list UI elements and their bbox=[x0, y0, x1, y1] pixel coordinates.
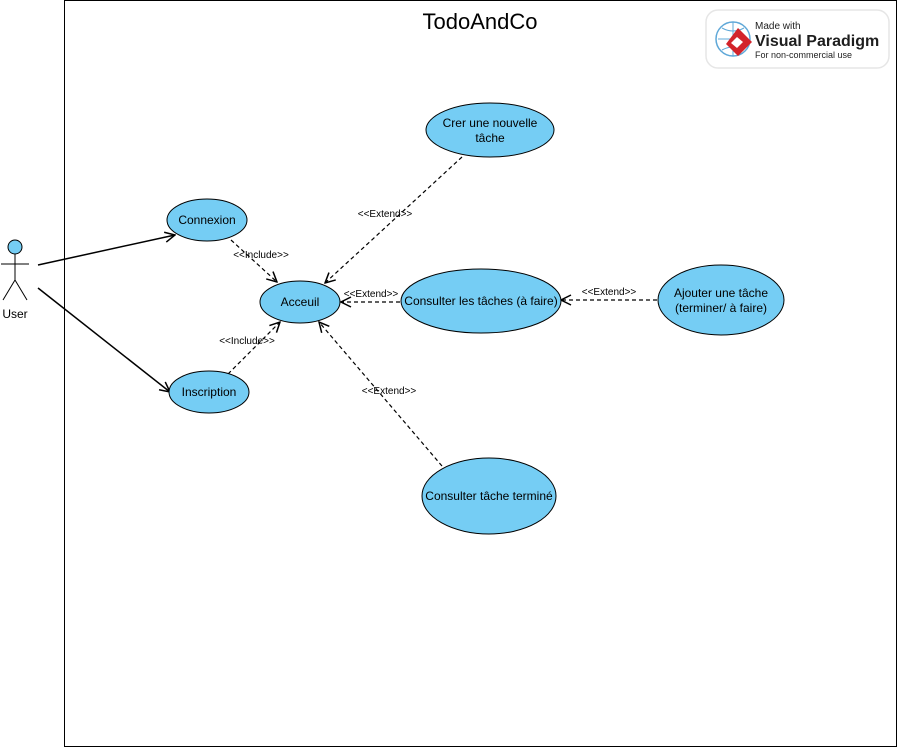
actor-head bbox=[7, 239, 23, 255]
label-include-inscription: <<Include>> bbox=[219, 336, 275, 347]
system-title: TodoAndCo bbox=[423, 9, 538, 34]
include-inscription-acceuil bbox=[227, 322, 280, 375]
usecase-creer-tache-label-2: tâche bbox=[475, 131, 505, 145]
usecase-creer-tache[interactable]: Crer une nouvelle tâche bbox=[425, 102, 555, 158]
actor-body bbox=[1, 254, 29, 301]
label-extend-consulter: <<Extend>> bbox=[344, 289, 399, 300]
usecase-connexion-label: Connexion bbox=[178, 213, 235, 227]
actor-label: User bbox=[2, 307, 27, 321]
actor-user[interactable]: User bbox=[1, 239, 29, 321]
usecase-creer-tache-label-1: Crer une nouvelle bbox=[443, 116, 538, 130]
extend-creer-acceuil bbox=[325, 156, 463, 283]
watermark-line3: For non-commercial use bbox=[755, 50, 852, 60]
watermark-line2: Visual Paradigm bbox=[755, 33, 879, 50]
label-include-connexion: <<Include>> bbox=[233, 250, 289, 261]
association-user-inscription bbox=[37, 287, 170, 392]
usecase-consulter-terminee[interactable]: Consulter tâche terminé bbox=[421, 457, 557, 535]
usecase-ajouter-tache-label-2: (terminer/ à faire) bbox=[675, 301, 767, 315]
usecase-acceuil[interactable]: Acceuil bbox=[259, 280, 341, 324]
usecase-ajouter-tache-label-1: Ajouter une tâche bbox=[674, 286, 768, 300]
visual-paradigm-logo-icon bbox=[715, 21, 752, 57]
usecase-inscription-label: Inscription bbox=[182, 385, 237, 399]
include-connexion-acceuil bbox=[230, 239, 277, 282]
usecase-inscription[interactable]: Inscription bbox=[168, 370, 250, 414]
visual-paradigm-watermark: Made with Visual Paradigm For non-commer… bbox=[705, 9, 890, 69]
watermark-line1: Made with bbox=[755, 21, 801, 32]
usecase-consulter-taches[interactable]: Consulter les tâches (à faire) bbox=[400, 268, 562, 334]
extend-terminee-acceuil bbox=[319, 322, 443, 467]
label-extend-terminee: <<Extend>> bbox=[362, 386, 417, 397]
usecase-connexion[interactable]: Connexion bbox=[166, 198, 248, 242]
association-user-connexion bbox=[37, 235, 175, 266]
usecase-consulter-terminee-label: Consulter tâche terminé bbox=[425, 489, 553, 503]
usecase-consulter-taches-label: Consulter les tâches (à faire) bbox=[404, 294, 557, 308]
label-extend-creer: <<Extend>> bbox=[358, 209, 413, 220]
usecase-acceuil-label: Acceuil bbox=[281, 295, 320, 309]
usecase-ajouter-tache[interactable]: Ajouter une tâche (terminer/ à faire) bbox=[657, 264, 785, 336]
label-extend-ajouter: <<Extend>> bbox=[582, 287, 637, 298]
